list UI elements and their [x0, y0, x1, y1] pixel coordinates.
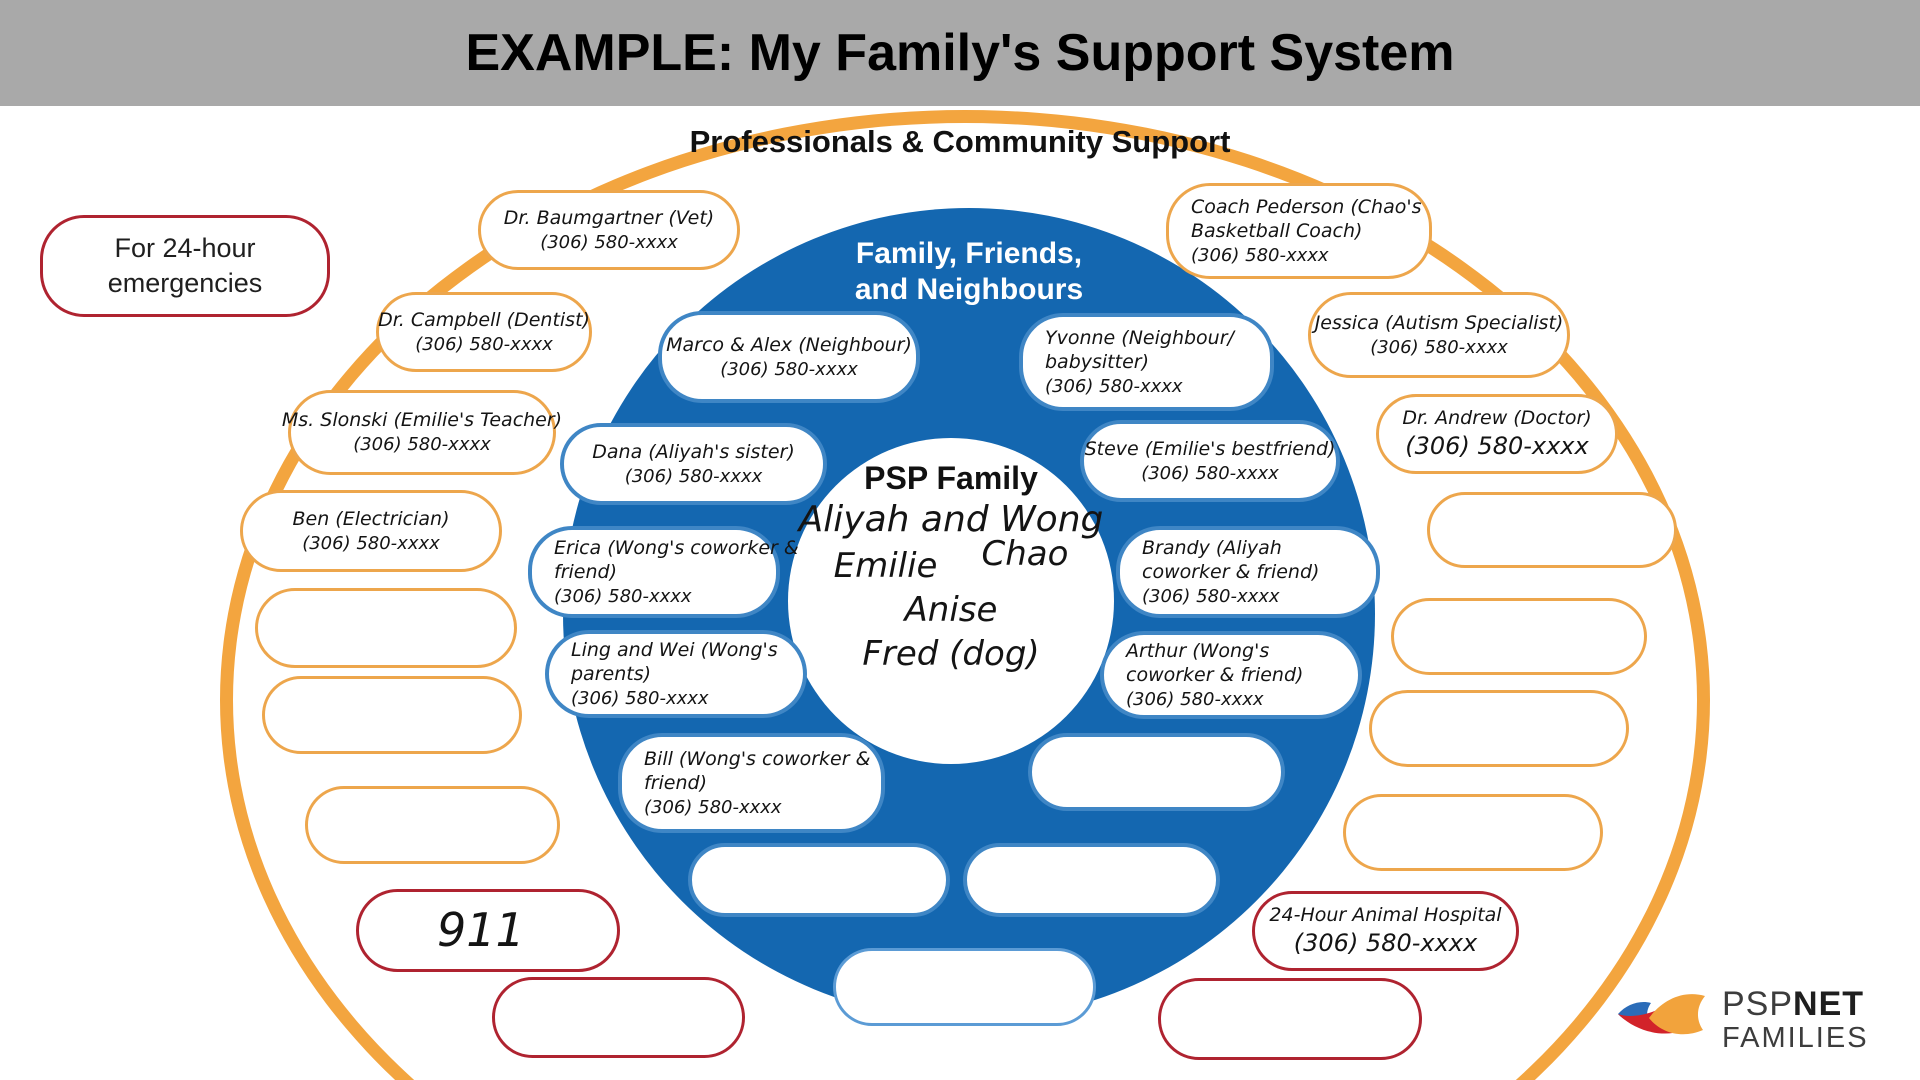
contact-name: Ben (Electrician) [292, 507, 450, 530]
empty-contact-pill [688, 843, 950, 917]
empty-contact-pill [963, 843, 1220, 917]
contact-phone: (306) 580-xxxx [1126, 688, 1264, 710]
emergency-note-pill: For 24-hour emergencies [40, 215, 330, 317]
contact-name-line2: parents) [571, 663, 652, 686]
center-zone-label: PSP Family [864, 460, 1038, 496]
family-member-emilie: Emilie [833, 545, 938, 586]
empty-contact-pill [262, 676, 522, 754]
pspnet-logo: PSPNET FAMILIES [1612, 983, 1912, 1057]
contact-name-line2: babysitter) [1045, 351, 1149, 374]
empty-emergency-pill [492, 977, 745, 1058]
contact-phone: (306) 580-xxxx [1141, 462, 1279, 484]
contact-pill-dana: Dana (Aliyah's sister) (306) 580-xxxx [560, 423, 827, 505]
contact-pill-campbell: Dr. Campbell (Dentist) (306) 580-xxxx [376, 292, 592, 372]
contact-pill-marco: Marco & Alex (Neighbour) (306) 580-xxxx [658, 311, 920, 403]
logo-text-pspnet: PSPNET [1722, 984, 1865, 1023]
contact-name: Yvonne (Neighbour/ [1045, 326, 1234, 349]
center-circle: PSP Family Aliyah and Wong Emilie Chao A… [788, 438, 1114, 764]
contact-phone: (306) 580-xxxx [571, 687, 709, 709]
contact-name-line2: coworker & friend) [1126, 664, 1304, 687]
contact-pill-lingwei: Ling and Wei (Wong's parents) (306) 580-… [545, 630, 807, 718]
contact-name: Ling and Wei (Wong's [571, 638, 778, 661]
contact-name: Bill (Wong's coworker & [644, 747, 871, 770]
contact-pill-andrew: Dr. Andrew (Doctor) (306) 580-xxxx [1376, 394, 1618, 474]
contact-name: Dana (Aliyah's sister) [592, 440, 795, 463]
contact-phone: (306) 580-xxxx [624, 465, 763, 487]
empty-contact-pill [1343, 794, 1603, 871]
family-member-parents: Aliyah and Wong [798, 499, 1104, 540]
contact-name-line2: coworker & friend) [1142, 561, 1320, 584]
contact-name-line2: friend) [644, 772, 707, 795]
contact-phone: (306) 580-xxxx [302, 532, 440, 554]
family-member-chao: Chao [981, 533, 1069, 574]
family-member-anise: Anise [904, 589, 998, 630]
contact-phone: (306) 580-xxxx [415, 333, 553, 355]
contact-name: Erica (Wong's coworker & [554, 536, 799, 559]
contact-name: Dr. Campbell (Dentist) [378, 308, 590, 331]
logo-text-families: FAMILIES [1722, 1021, 1869, 1054]
contact-pill-yvonne: Yvonne (Neighbour/ babysitter) (306) 580… [1019, 313, 1274, 411]
logo-swoosh-icon [1612, 986, 1712, 1055]
family-member-fred: Fred (dog) [862, 634, 1040, 675]
page-title: EXAMPLE: My Family's Support System [465, 24, 1455, 82]
contact-pill-ben: Ben (Electrician) (306) 580-xxxx [240, 490, 502, 572]
contact-name: Dr. Andrew (Doctor) [1402, 407, 1592, 430]
inner-zone-label-line1: Family, Friends, [855, 237, 1083, 270]
empty-contact-pill [833, 948, 1096, 1026]
contact-pill-coach: Coach Pederson (Chao's Basketball Coach)… [1166, 183, 1432, 279]
logo-text: PSPNET FAMILIES [1722, 984, 1869, 1054]
empty-emergency-pill [1158, 978, 1422, 1060]
contact-name: Ms. Slonski (Emilie's Teacher) [281, 409, 563, 432]
contact-name: Marco & Alex (Neighbour) [666, 333, 912, 356]
contact-phone: (306) 580-xxxx [554, 585, 692, 607]
outer-zone-label: Professionals & Community Support [689, 124, 1231, 159]
emergency-note-text: For 24-hour emergencies [107, 232, 263, 298]
contact-pill-bill: Bill (Wong's coworker & friend) (306) 58… [618, 733, 885, 833]
contact-phone: (306) 580-xxxx [1405, 431, 1589, 460]
contact-pill-baumgartner: Dr. Baumgartner (Vet) (306) 580-xxxx [478, 190, 740, 270]
contact-phone: (306) 580-xxxx [353, 434, 491, 456]
inner-zone-label: Family, Friends, and Neighbours [563, 236, 1375, 308]
contact-name-line2: friend) [554, 561, 617, 584]
contact-name: Brandy (Aliyah [1142, 536, 1282, 559]
emergency-911-text: 911 [437, 902, 525, 957]
contact-phone: (306) 580-xxxx [1142, 585, 1280, 607]
contact-phone: (306) 580-xxxx [644, 796, 782, 818]
header-bar: EXAMPLE: My Family's Support System [0, 0, 1920, 106]
contact-pill-steve: Steve (Emilie's bestfriend) (306) 580-xx… [1080, 420, 1340, 502]
contact-name: Jessica (Autism Specialist) [1314, 311, 1564, 334]
contact-pill-jessica: Jessica (Autism Specialist) (306) 580-xx… [1308, 292, 1570, 378]
empty-contact-pill [1427, 492, 1677, 568]
emergency-911-pill: 911 [356, 889, 620, 972]
contact-phone: (306) 580-xxxx [1370, 336, 1508, 358]
contact-name: 24-Hour Animal Hospital [1269, 904, 1502, 927]
contact-pill-arthur: Arthur (Wong's coworker & friend) (306) … [1100, 631, 1362, 719]
contact-phone: (306) 580-xxxx [1045, 375, 1183, 397]
inner-zone-label-line2: and Neighbours [854, 273, 1084, 306]
contact-pill-erica: Erica (Wong's coworker & friend) (306) 5… [528, 526, 799, 618]
contact-phone: (306) 580-xxxx [1293, 928, 1478, 957]
contact-pill-slonski: Ms. Slonski (Emilie's Teacher) (306) 580… [282, 390, 562, 475]
contact-name: Steve (Emilie's bestfriend) [1084, 437, 1336, 460]
contact-name: Dr. Baumgartner (Vet) [503, 206, 715, 229]
contact-phone: (306) 580-xxxx [540, 231, 678, 253]
contact-phone: (306) 580-xxxx [1191, 244, 1329, 266]
contact-phone: (306) 580-xxxx [720, 358, 858, 380]
animal-hospital-pill: 24-Hour Animal Hospital (306) 580-xxxx [1252, 891, 1519, 971]
empty-contact-pill [305, 786, 560, 864]
empty-contact-pill [1028, 733, 1285, 811]
empty-contact-pill [255, 588, 517, 668]
contact-pill-brandy: Brandy (Aliyah coworker & friend) (306) … [1116, 526, 1380, 618]
contact-name: Arthur (Wong's [1126, 639, 1270, 662]
contact-name: Coach Pederson (Chao's [1191, 195, 1422, 218]
empty-contact-pill [1391, 598, 1647, 675]
empty-contact-pill [1369, 690, 1629, 767]
contact-name-line2: Basketball Coach) [1191, 220, 1363, 243]
